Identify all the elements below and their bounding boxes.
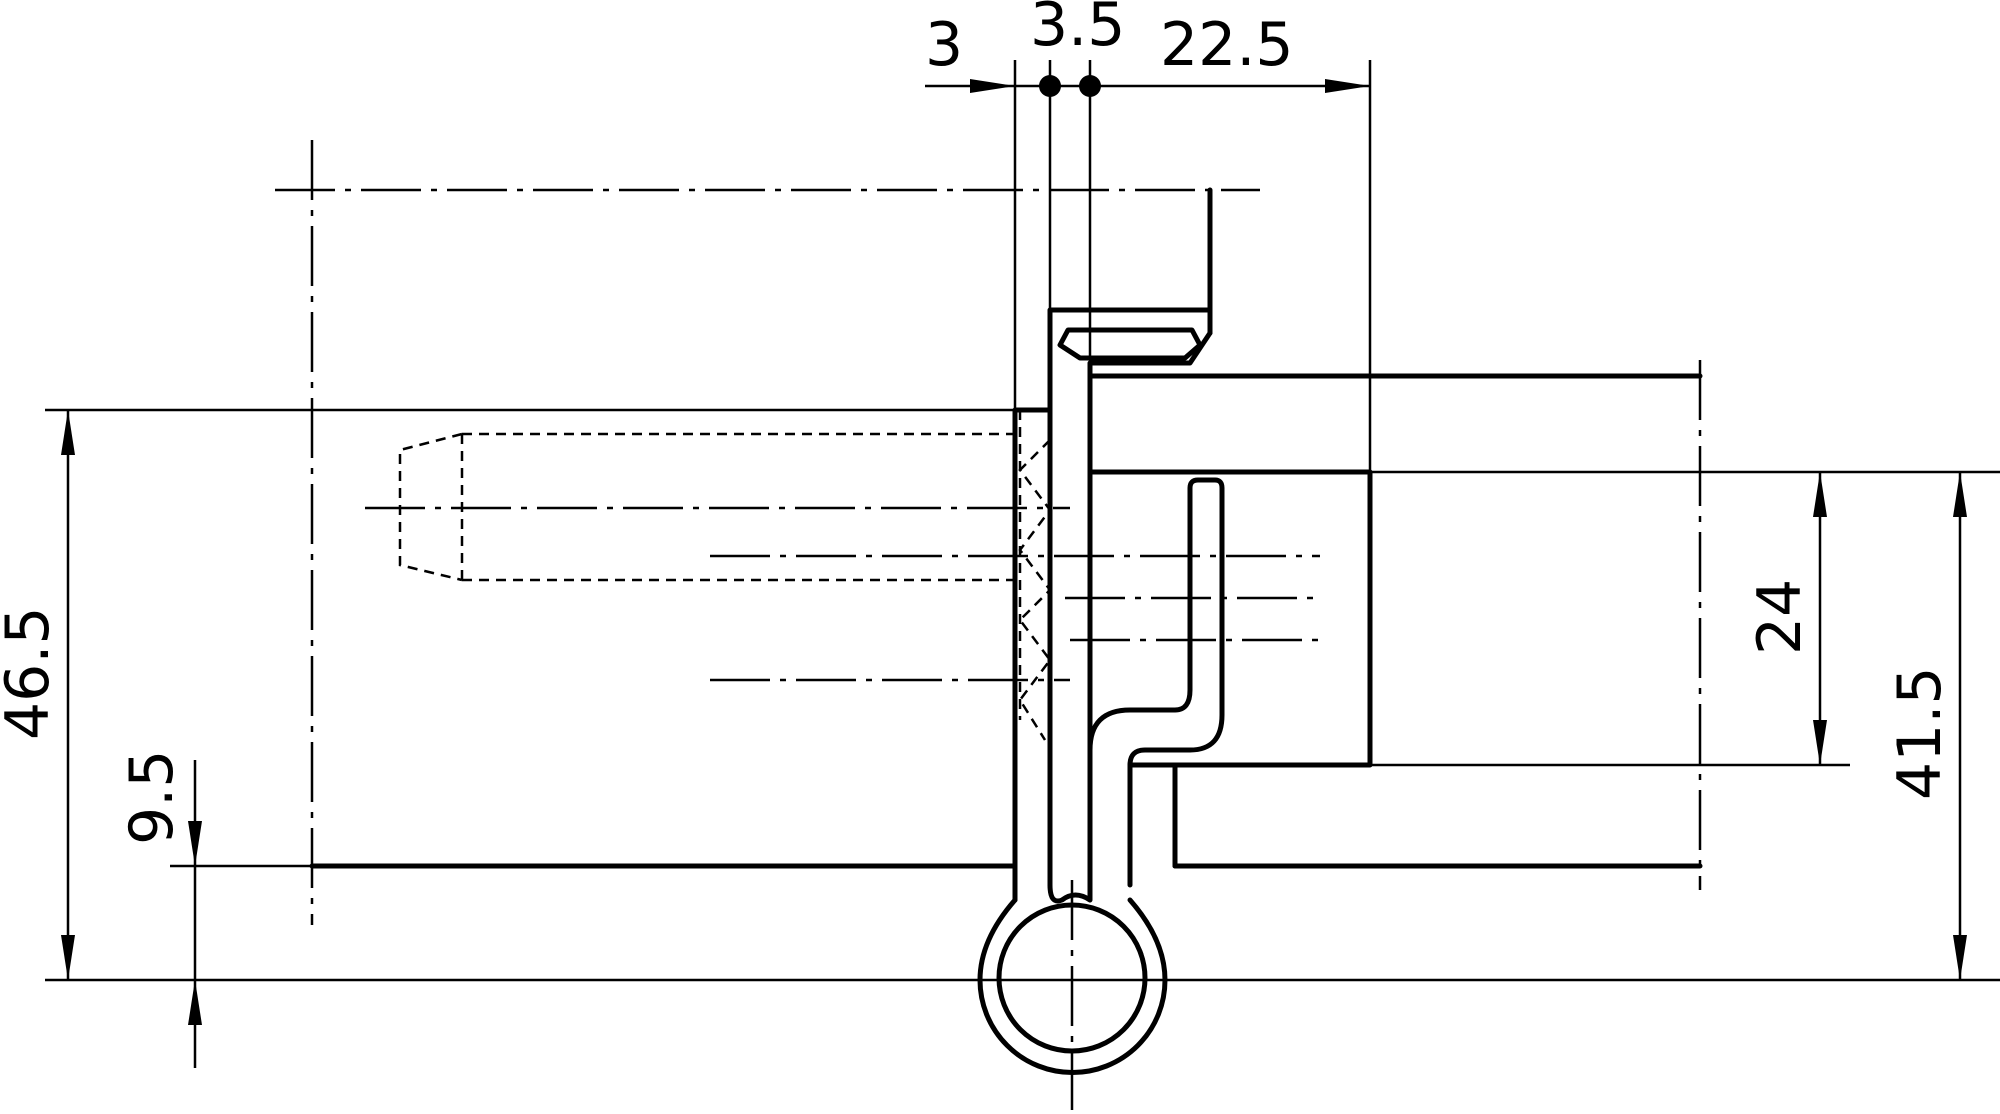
dim-label-24: 24 <box>1745 579 1815 655</box>
dimension-lines <box>45 60 2000 1068</box>
dimension-arrows <box>61 75 1967 1025</box>
center-lines <box>275 140 1702 1110</box>
dimension-labels: 3 3.5 22.5 46.5 9.5 24 41.5 <box>0 0 1955 845</box>
part-outlines <box>309 187 1703 1075</box>
dim-label-46-5: 46.5 <box>0 606 63 740</box>
dim-label-3-5: 3.5 <box>1030 0 1125 60</box>
dim-label-22-5: 22.5 <box>1160 10 1294 80</box>
hidden-lines <box>398 410 1052 741</box>
dim-label-41-5: 41.5 <box>1885 666 1955 800</box>
dim-label-9-5: 9.5 <box>117 750 187 845</box>
dim-label-3: 3 <box>925 10 963 80</box>
